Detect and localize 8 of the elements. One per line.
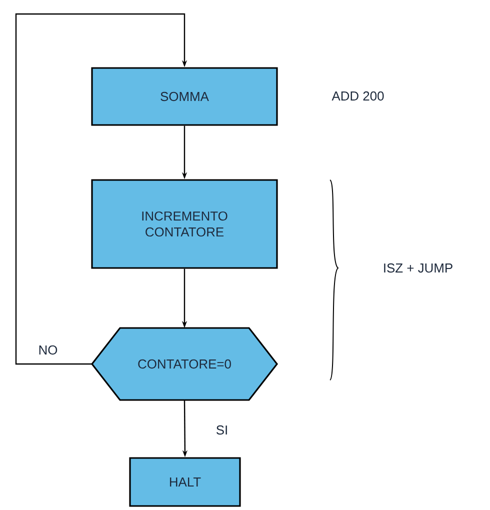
edge-label: SI: [214, 424, 230, 436]
instruction-label: ISZ + JUMP: [384, 263, 452, 273]
process-box: INCREMENTO CONTATORE: [91, 179, 278, 269]
arrow: [15, 13, 188, 365]
process-box: HALT: [129, 457, 241, 507]
process-box: SOMMA: [91, 67, 278, 126]
edge-label: NO: [37, 344, 59, 356]
instruction-label: ADD 200: [332, 91, 384, 101]
